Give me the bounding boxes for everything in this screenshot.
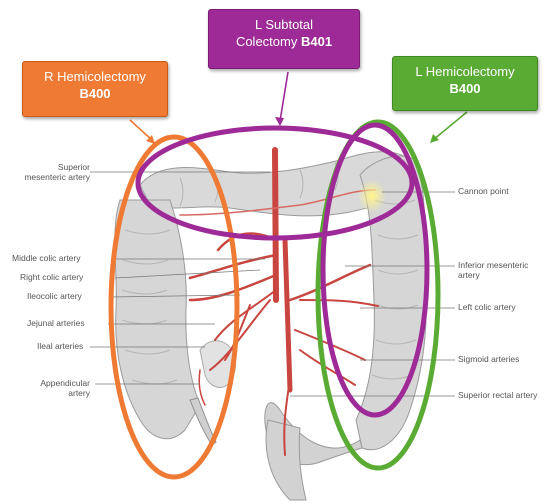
label-ileal-arteries: Ileal arteries xyxy=(37,342,83,352)
left-subtotal-title: L Subtotal xyxy=(255,17,313,32)
left-subtotal-title-2: Colectomy xyxy=(236,34,297,49)
label-sma-line2: mesenteric artery xyxy=(24,172,90,182)
label-appendicular-artery: Appendicular artery xyxy=(20,379,90,398)
label-ima-line1: Inferior mesenteric xyxy=(458,260,528,270)
label-inferior-mesenteric-artery: Inferior mesenteric artery xyxy=(458,261,528,280)
label-sigmoid-arteries: Sigmoid arteries xyxy=(458,355,519,365)
left-hemicolectomy-callout: L Hemicolectomy B400 xyxy=(392,56,538,111)
label-appendicular-line1: Appendicular xyxy=(40,378,90,388)
aorta-segment xyxy=(285,240,290,390)
label-superior-rectal-artery: Superior rectal artery xyxy=(458,391,537,401)
label-right-colic-artery: Right colic artery xyxy=(20,273,83,283)
cannon-point-highlight xyxy=(358,179,386,213)
right-hemicolectomy-code: B400 xyxy=(23,85,167,102)
left-hemicolectomy-title: L Hemicolectomy xyxy=(415,64,514,79)
rectum xyxy=(266,420,306,500)
label-ileocolic-artery: Ileocolic artery xyxy=(27,292,82,302)
left-hemicolectomy-code: B400 xyxy=(393,80,537,97)
left-subtotal-callout: L Subtotal Colectomy B401 xyxy=(208,9,360,69)
label-cannon-point: Cannon point xyxy=(458,187,509,197)
superior-mesenteric-artery xyxy=(275,150,276,300)
ileocolic-branch xyxy=(190,275,276,300)
label-middle-colic-artery: Middle colic artery xyxy=(12,254,81,264)
label-sma-line1: Superior xyxy=(58,162,90,172)
left-subtotal-code: B401 xyxy=(301,34,332,49)
inferior-mesenteric-branch xyxy=(290,265,370,300)
label-ima-line2: artery xyxy=(458,270,480,280)
label-left-colic-artery: Left colic artery xyxy=(458,303,516,313)
right-hemicolectomy-callout: R Hemicolectomy B400 xyxy=(22,61,168,117)
label-superior-mesenteric-artery: Superior mesenteric artery xyxy=(20,163,90,182)
ascending-colon xyxy=(115,200,200,439)
left-colic-branch xyxy=(300,300,378,306)
label-appendicular-line2: artery xyxy=(68,388,90,398)
label-jejunal-arteries: Jejunal arteries xyxy=(27,319,85,329)
appendicular-branch xyxy=(199,370,205,405)
right-hemicolectomy-title: R Hemicolectomy xyxy=(44,69,146,84)
